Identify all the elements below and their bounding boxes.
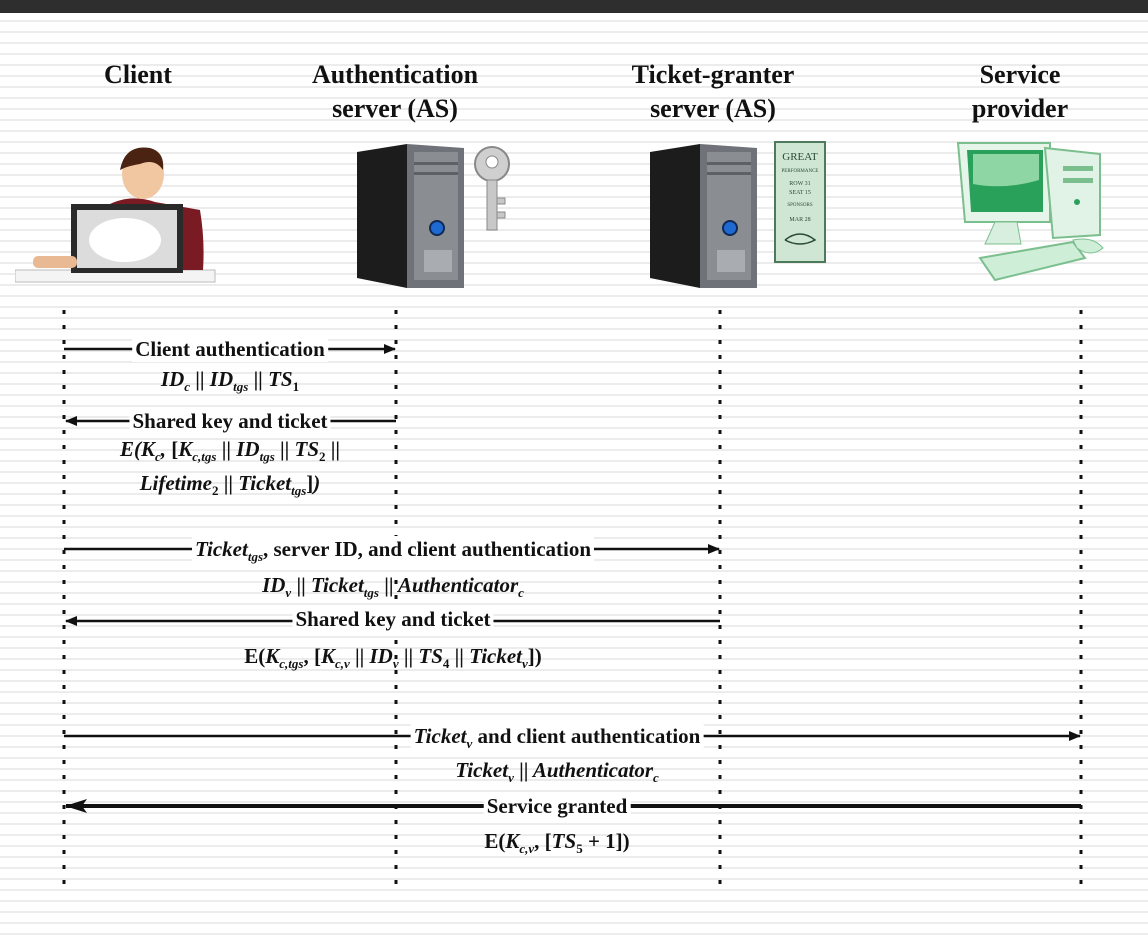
server-with-ticket-icon: GREAT PERFORMANCE ROW 31 SEAT 15 SPONSOR… xyxy=(650,141,826,288)
msg6-formula: E(Kc,v, [TS5 + 1]) xyxy=(484,829,630,857)
user-at-laptop-icon xyxy=(15,147,216,283)
header-client: Client xyxy=(58,58,218,92)
msg5-label-suffix: and client authentication xyxy=(472,724,701,748)
ticket-text-sponsors: SPONSORS xyxy=(787,203,813,208)
header-as-line2: server (AS) xyxy=(332,94,458,123)
msg2-formula: E(Kc, [Kc,tgs || IDtgs || TS2 ||Lifetime… xyxy=(119,437,341,499)
header-client-line1: Client xyxy=(104,60,172,89)
header-sp-line1: Service xyxy=(979,60,1061,89)
msg5-label: Ticketv and client authentication xyxy=(410,723,704,758)
ticket-text-performance: PERFORMANCE xyxy=(782,169,819,174)
msg6-label: Service granted xyxy=(483,793,631,819)
msg3-label-suffix: , server ID, and client authentication xyxy=(263,537,592,561)
server-with-key-icon xyxy=(357,144,510,288)
header-sp-line2: provider xyxy=(971,94,1069,123)
msg4-label: Shared key and ticket xyxy=(292,606,494,632)
top-bar xyxy=(0,0,1148,13)
ticket-text-great: GREAT xyxy=(782,151,818,163)
ticket-text-row: ROW 31 xyxy=(789,181,810,187)
ticket-text-seat: SEAT 15 xyxy=(789,190,811,196)
header-as-line1: Authentication xyxy=(311,60,479,89)
header-tgs-line2: server (AS) xyxy=(650,94,776,123)
msg1-label: Client authentication xyxy=(132,336,328,362)
header-tgs-line1: Ticket-granter xyxy=(631,60,795,89)
msg5-formula: Ticketv || Authenticatorc xyxy=(455,758,659,786)
msg1-formula: IDc || IDtgs || TS1 xyxy=(160,367,300,395)
msg3-label: Tickettgs, server ID, and client authent… xyxy=(191,536,595,571)
ticket-text-date: MAR 28 xyxy=(789,217,810,223)
header-tgs: Ticket-granter server (AS) xyxy=(603,58,823,126)
msg3-formula: IDv || Tickettgs || Authenticatorc xyxy=(262,573,524,601)
desktop-computer-icon xyxy=(956,142,1104,282)
header-sp: Service provider xyxy=(930,58,1110,126)
msg2-label: Shared key and ticket xyxy=(129,408,331,434)
msg4-formula: E(Kc,tgs, [Kc,v || IDv || TS4 || Ticketv… xyxy=(244,644,542,672)
header-as: Authentication server (AS) xyxy=(285,58,505,126)
